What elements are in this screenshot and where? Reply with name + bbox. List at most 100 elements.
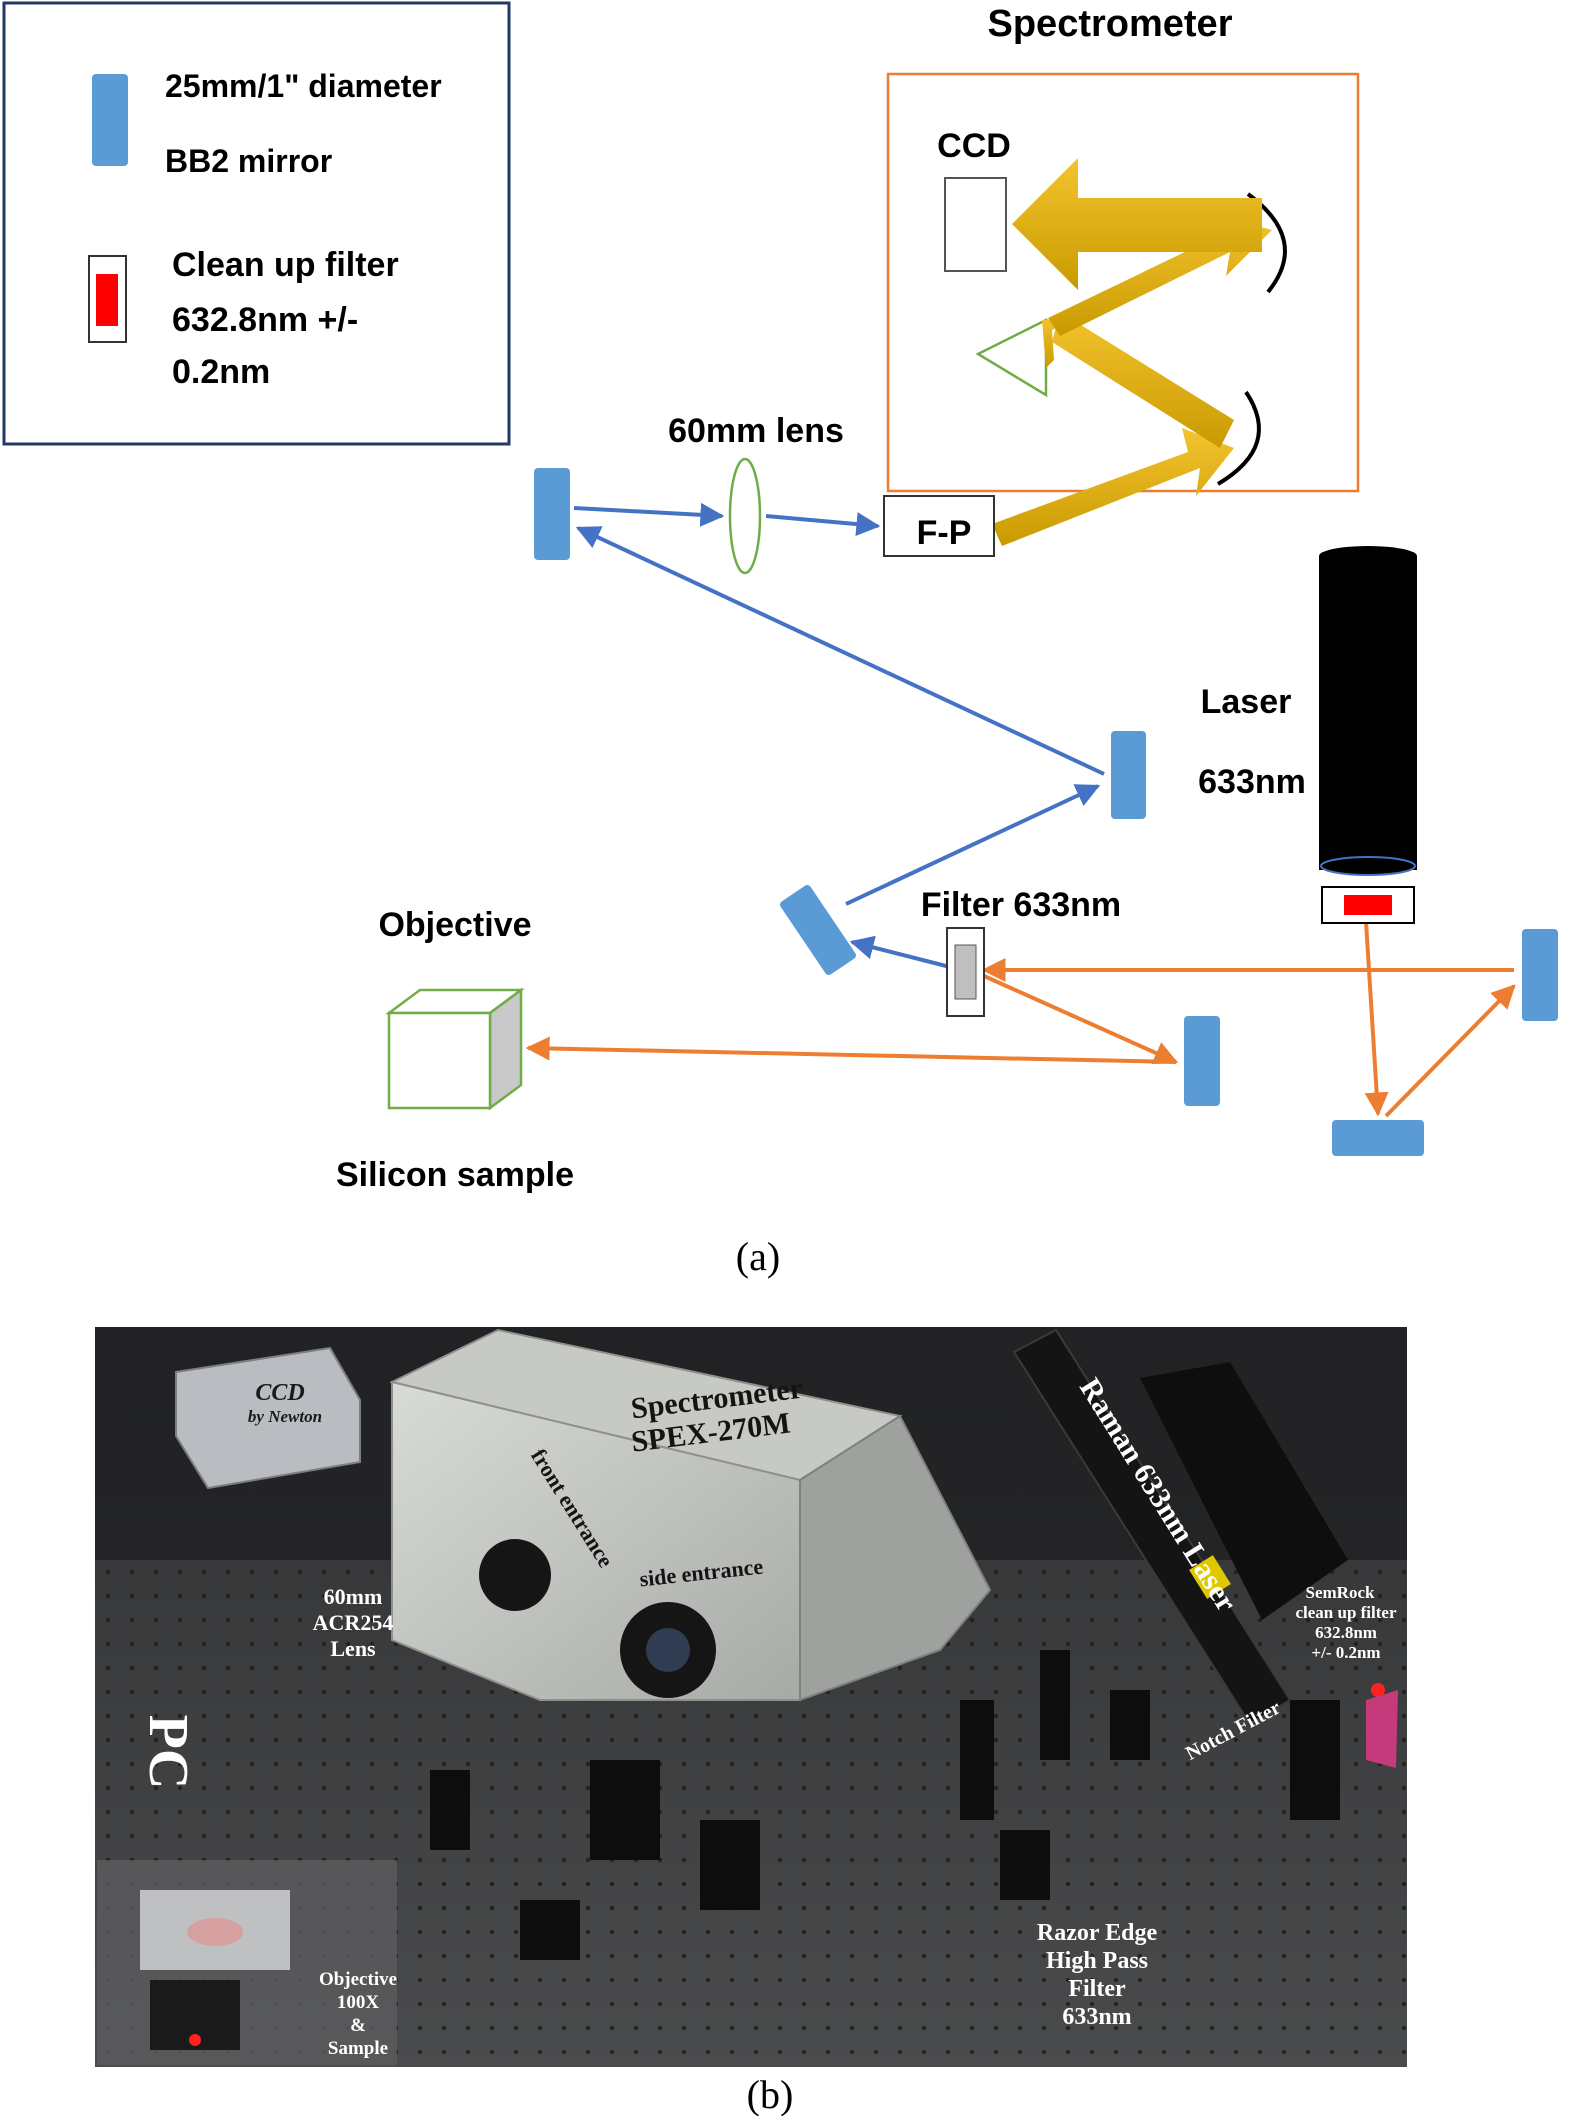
excitation-beam — [525, 921, 1516, 1118]
ccd-box — [944, 177, 1007, 272]
filter-633: Filter 633nm — [921, 886, 1121, 1017]
photo-objective-inset: Objective 100X & Sample — [97, 1860, 397, 2065]
photo-laser-warning — [1189, 1555, 1231, 1599]
collection-beam — [573, 502, 1105, 968]
blue-beam-filter-tilted — [849, 935, 962, 968]
photo-mount — [1040, 1650, 1070, 1760]
beam-in — [992, 428, 1234, 546]
mirror-right — [1522, 929, 1558, 1021]
photo-laser-spot — [1371, 1683, 1385, 1697]
photo-spectrometer: Spectrometer SPEX-270M front entrance si… — [389, 1328, 992, 1702]
photo-semrock-4: +/- 0.2nm — [1311, 1643, 1380, 1662]
legend-filter-label-1: Clean up filter — [172, 246, 399, 284]
photo-mount — [520, 1900, 580, 1960]
photo-mount — [430, 1770, 470, 1850]
photo-semrock-1: SemRock — [1306, 1583, 1375, 1602]
mirror-top — [534, 468, 570, 560]
photo-pink-target — [1366, 1690, 1398, 1768]
blue-beam-middle-top — [575, 526, 1105, 776]
photo-objective-1: Objective — [319, 1969, 397, 1990]
sample-label: Silicon sample — [336, 1156, 574, 1194]
cleanup-filter — [1344, 895, 1392, 915]
laser-aperture — [1320, 856, 1416, 876]
fp-box — [883, 495, 995, 557]
photo-razor-1: Razor Edge — [1037, 1920, 1158, 1946]
legend-box: 25mm/1" diameter BB2 mirror Clean up fil… — [2, 1, 511, 446]
orange-beam-filter-lower — [983, 974, 1179, 1065]
photo-lens-label-1: 60mm — [324, 1584, 383, 1609]
laser-body — [1319, 556, 1417, 870]
spectrometer: Spectrometer CCD — [886, 3, 1360, 546]
grating-prism — [975, 317, 1048, 398]
photo-ccd-label: CCD — [255, 1380, 304, 1406]
legend-filter-swatch — [96, 274, 118, 326]
orange-beam-laser-down — [1364, 921, 1389, 1117]
photo-lens-label-3: Lens — [330, 1636, 376, 1661]
laser: Laser 633nm — [1198, 546, 1417, 924]
photo-spec-side — [799, 1414, 992, 1702]
photo-objective-3: & — [350, 2015, 366, 2036]
mirror-middle — [1111, 731, 1146, 819]
photo-mount — [1290, 1700, 1340, 1820]
beam-middle — [1052, 312, 1234, 448]
photo-inset-sample — [187, 1918, 243, 1946]
photo-optical-mounts — [430, 1650, 1340, 1960]
laser-wavelength: 633nm — [1198, 763, 1306, 801]
orange-beam-lower-objective — [525, 1036, 1177, 1064]
photo-semrock-3: 632.8nm — [1315, 1623, 1377, 1642]
legend-filter-label-3: 0.2nm — [172, 353, 270, 391]
spectrometer-beam — [992, 158, 1272, 546]
blue-beam-lens-fp — [765, 512, 881, 537]
photo-ccd: CCD by Newton — [175, 1346, 361, 1490]
objective-cube-front — [387, 1011, 492, 1110]
photo-filter-housing — [1140, 1362, 1348, 1620]
blue-beam-tilted-middle — [845, 784, 1101, 906]
photo-mount — [1110, 1690, 1150, 1760]
filter-glass — [954, 944, 977, 1000]
caption-b: (b) — [747, 2072, 794, 2116]
photo-razor-4: 633nm — [1062, 2004, 1131, 2030]
photo-mount — [700, 1820, 760, 1910]
ccd-label: CCD — [937, 127, 1011, 165]
photo-front-entrance-port — [479, 1539, 551, 1611]
photo-objective-2: 100X — [337, 1992, 380, 2013]
beam-to-ccd — [1012, 158, 1262, 290]
photo-ccd-body — [175, 1346, 361, 1490]
objective-label: Objective — [378, 906, 531, 944]
photo-b: CCD by Newton Spectrometer SPEX-270M fro… — [95, 1327, 1407, 2116]
legend-mirror-label-1: 25mm/1" diameter — [165, 68, 442, 104]
fp-label: F-P — [917, 514, 972, 552]
photo-lens-label-2: ACR254 — [313, 1610, 394, 1635]
caption-a: (a) — [736, 1234, 780, 1279]
beam-to-grating — [1042, 318, 1078, 368]
blue-beam-mirror-lens — [573, 502, 725, 527]
lens-label: 60mm lens — [668, 412, 844, 450]
legend-mirror-swatch — [92, 74, 128, 166]
mirror-lower — [1184, 1016, 1220, 1106]
photo-inset-laser-dot — [189, 2034, 201, 2046]
photo-mount — [1000, 1830, 1050, 1900]
photo-objective-4: Sample — [328, 2038, 388, 2059]
fp: F-P — [883, 495, 995, 557]
objective: Objective Silicon sample — [336, 906, 574, 1194]
photo-razor-2: High Pass — [1046, 1948, 1148, 1974]
legend-filter-label-2: 632.8nm +/- — [172, 301, 358, 339]
photo-razor-3: Filter — [1068, 1976, 1126, 2002]
photo-ccd-brand: by Newton — [248, 1407, 322, 1426]
photo-side-entrance-lens — [646, 1628, 690, 1672]
photo-mount — [590, 1760, 660, 1860]
orange-beam-bottom-right — [1384, 984, 1516, 1118]
photo-semrock-2: clean up filter — [1295, 1603, 1396, 1622]
photo-pc-label: PC — [137, 1715, 199, 1790]
lens-shape — [728, 457, 762, 575]
laser-top — [1319, 546, 1417, 566]
photo-mount — [960, 1700, 994, 1820]
mirror-tilted — [780, 885, 856, 975]
curved-mirror-bottom — [1216, 390, 1261, 486]
mirror-bottom — [1332, 1120, 1424, 1156]
filter-label: Filter 633nm — [921, 886, 1121, 924]
lens-60mm: 60mm lens — [668, 412, 844, 575]
diagram-a: 25mm/1" diameter BB2 mirror Clean up fil… — [2, 1, 1558, 1279]
legend-mirror-label-2: BB2 mirror — [165, 143, 332, 179]
